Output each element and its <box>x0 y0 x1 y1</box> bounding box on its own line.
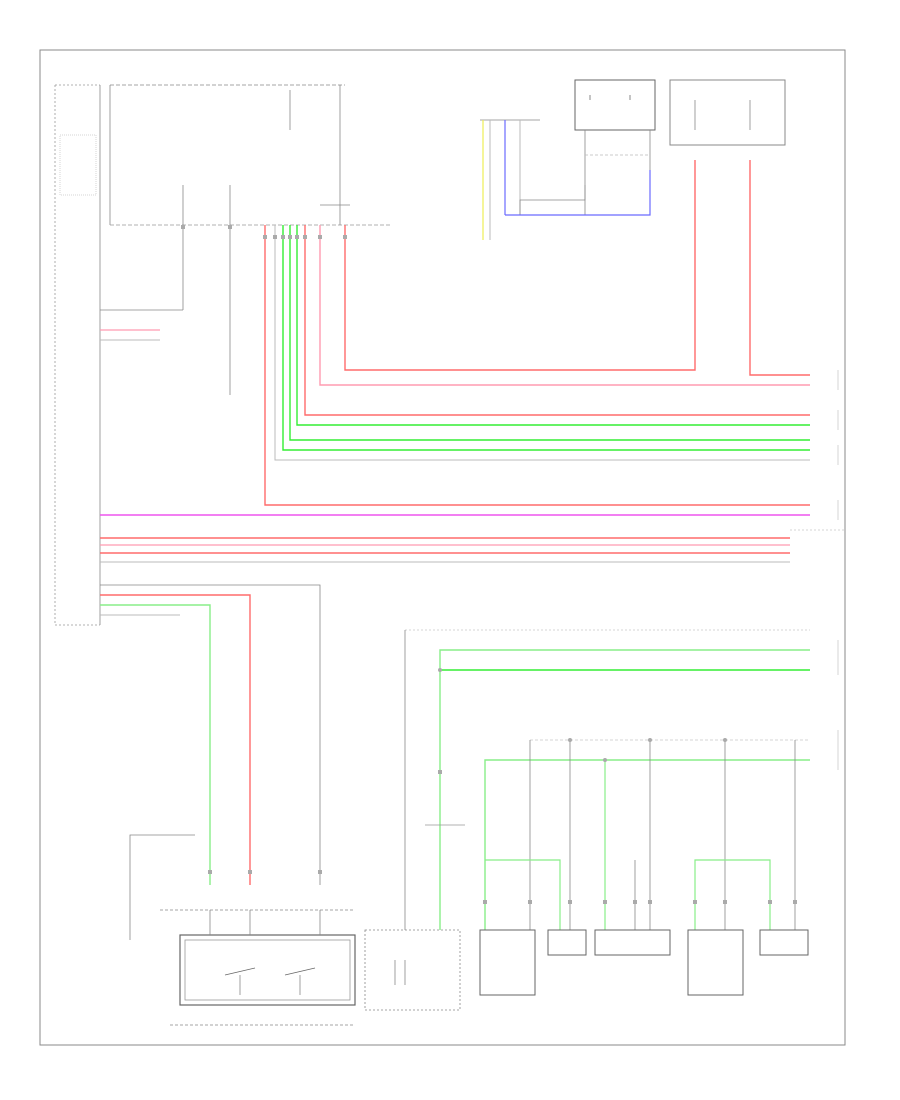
left-wire-stubs <box>100 185 231 395</box>
top-right-connector-left <box>480 119 540 240</box>
lower-right-bus <box>404 629 810 930</box>
diagram-frame <box>39 49 846 1046</box>
lower-module-boxes <box>364 929 809 1011</box>
main-wire-bundle <box>264 160 810 506</box>
connector-markers <box>181 225 797 904</box>
middle-bus-lines <box>100 514 845 563</box>
fuse-box-top-right <box>669 79 786 146</box>
top-bus <box>109 84 390 226</box>
module-box-top <box>505 79 656 216</box>
lower-left-wires <box>100 584 321 940</box>
main-body-ecu <box>54 84 101 626</box>
master-switch-assembly <box>160 909 356 1026</box>
